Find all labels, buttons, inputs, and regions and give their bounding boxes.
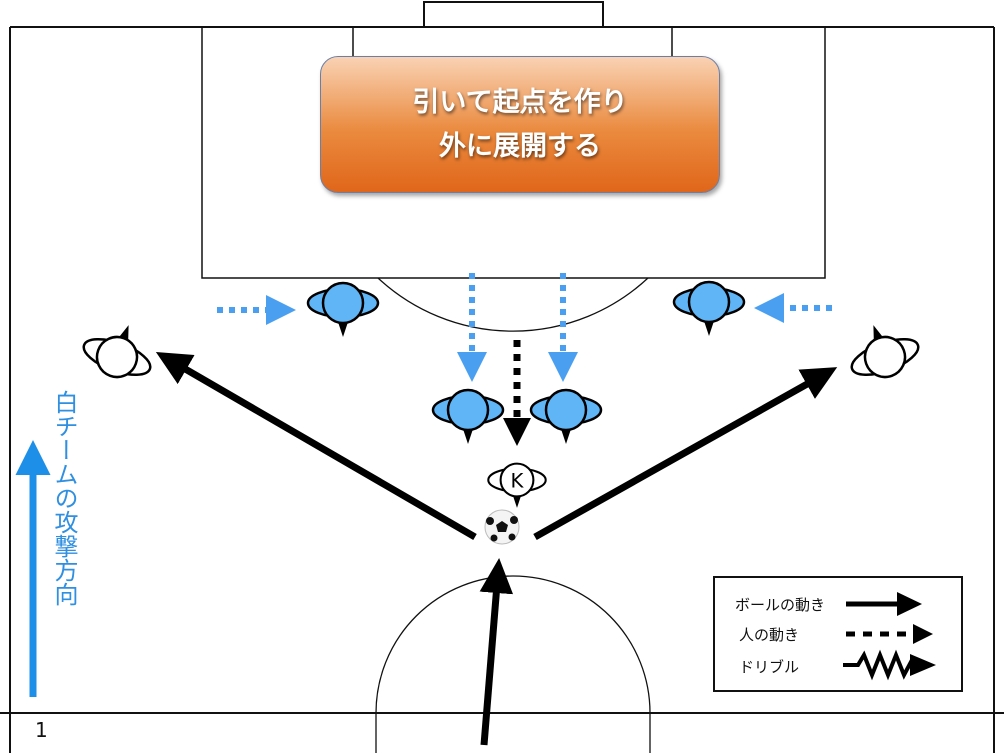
keeper-label: K [511, 469, 525, 492]
soccer-ball-icon [484, 509, 520, 545]
white-player-icon [82, 325, 152, 379]
keeper-player-icon: K [487, 462, 547, 508]
attack-direction-label: 白チームの攻撃方向 [50, 390, 78, 606]
pass-arrow-left [155, 351, 477, 541]
pass-arrow-up [479, 558, 514, 746]
callout-line-2: 外に展開する [439, 130, 601, 162]
white-player-icon [850, 325, 920, 379]
pass-arrow-right [533, 367, 838, 541]
blue-player-icon [306, 281, 380, 337]
legend-dribble-arrow [843, 649, 936, 681]
center-circle [375, 575, 651, 753]
blue-player-icon [672, 280, 746, 336]
legend: ボールの動き 人の動き ドリブル [713, 576, 963, 692]
legend-dribble: ドリブル [739, 658, 800, 676]
goal [423, 1, 604, 28]
penalty-arc [377, 277, 649, 332]
page-number: 1 [35, 718, 48, 742]
legend-player-movement: 人の動き [739, 626, 800, 644]
callout-line-1: 引いて起点を作り [412, 86, 628, 118]
legend-ball-movement: ボールの動き [735, 596, 826, 614]
callout-box: 引いて起点を作り 外に展開する [320, 56, 720, 193]
blue-player-icon [431, 388, 505, 444]
blue-player-icon [529, 388, 603, 444]
